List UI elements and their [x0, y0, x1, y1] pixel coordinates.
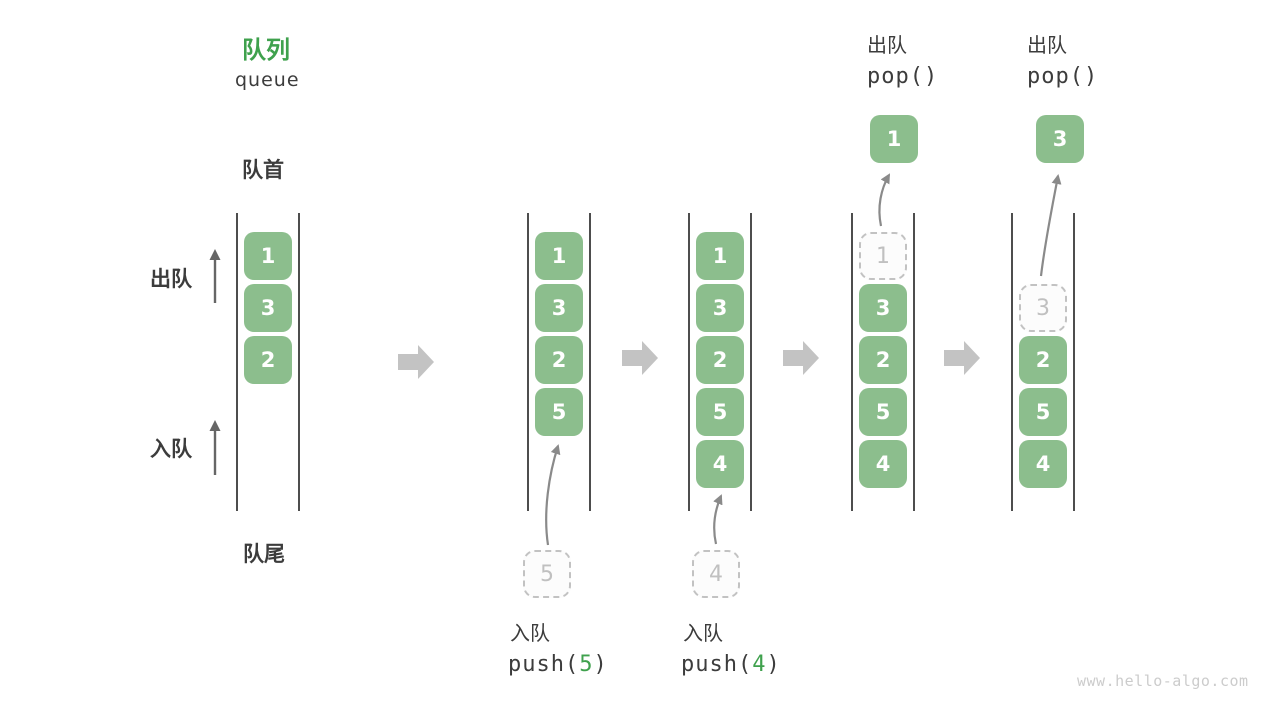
queue-item: 2	[696, 336, 744, 384]
queue-wall-line	[913, 213, 915, 511]
queue-item: 1	[535, 232, 583, 280]
queue-item: 1	[244, 232, 292, 280]
push-arrow-icon-1	[545, 444, 561, 546]
queue-item: 5	[1019, 388, 1067, 436]
op-code-suffix: )	[766, 652, 781, 677]
queue-wall-line	[688, 213, 690, 511]
queue-item: 5	[859, 388, 907, 436]
watermark: www.hello-algo.com	[1077, 672, 1249, 690]
op-header: 出队 pop()	[867, 31, 938, 94]
pop-arrow-icon-1	[878, 173, 890, 227]
queue-rear-label: 队尾	[243, 542, 285, 566]
queue-item: 2	[244, 336, 292, 384]
queue-item: 4	[1019, 440, 1067, 488]
queue-wall-line	[589, 213, 591, 511]
op-name: 出队	[1027, 33, 1067, 57]
queue-item: 2	[535, 336, 583, 384]
queue-item: 2	[859, 336, 907, 384]
op-name: 入队	[683, 621, 723, 645]
queue-item: 3	[859, 284, 907, 332]
op-code: push(5)	[508, 647, 608, 682]
push-arrow-icon-2	[713, 494, 723, 545]
queue-item: 4	[859, 440, 907, 488]
queue-item: 3	[535, 284, 583, 332]
queue-wall-line	[1011, 213, 1013, 511]
op-code-suffix: )	[593, 652, 608, 677]
pending-item: 4	[692, 550, 740, 598]
op-code: pop()	[867, 64, 939, 89]
queue-item: 5	[696, 388, 744, 436]
popped-item: 3	[1036, 115, 1084, 163]
op-name: 出队	[867, 33, 907, 57]
diagram-title-zh: 队列	[242, 36, 290, 64]
op-code: pop()	[1027, 64, 1099, 89]
queue-front-label: 队首	[242, 158, 284, 182]
diagram-title-en: queue	[235, 69, 300, 91]
flow-arrow-icon-2	[622, 341, 658, 375]
op-name: 入队	[510, 621, 550, 645]
flow-arrow-icon-3	[783, 341, 819, 375]
flow-arrow-icon-4	[944, 341, 980, 375]
queue-item-ghost: 3	[1019, 284, 1067, 332]
queue-item: 1	[696, 232, 744, 280]
queue-wall-line	[527, 213, 529, 511]
queue-wall-line	[1073, 213, 1075, 511]
pending-item: 5	[523, 550, 571, 598]
op-code-prefix: push(	[508, 652, 580, 677]
queue-item: 3	[696, 284, 744, 332]
dequeue-side-label: 出队	[150, 267, 192, 291]
op-code-arg: 4	[752, 652, 767, 677]
queue-item-ghost: 1	[859, 232, 907, 280]
queue-wall-line	[750, 213, 752, 511]
popped-item: 1	[870, 115, 918, 163]
queue-item: 3	[244, 284, 292, 332]
queue-wall-line	[298, 213, 300, 511]
pop-arrow-icon-2	[1039, 174, 1062, 277]
queue-item: 5	[535, 388, 583, 436]
op-header: 出队 pop()	[1027, 31, 1098, 94]
op-code: push(4)	[681, 647, 781, 682]
op-code-prefix: push(	[681, 652, 753, 677]
flow-arrow-icon-1	[398, 345, 434, 379]
op-code-arg: 5	[579, 652, 594, 677]
queue-item: 2	[1019, 336, 1067, 384]
queue-wall-line	[236, 213, 238, 511]
enqueue-side-label: 入队	[150, 437, 192, 461]
queue-wall-line	[851, 213, 853, 511]
queue-item: 4	[696, 440, 744, 488]
